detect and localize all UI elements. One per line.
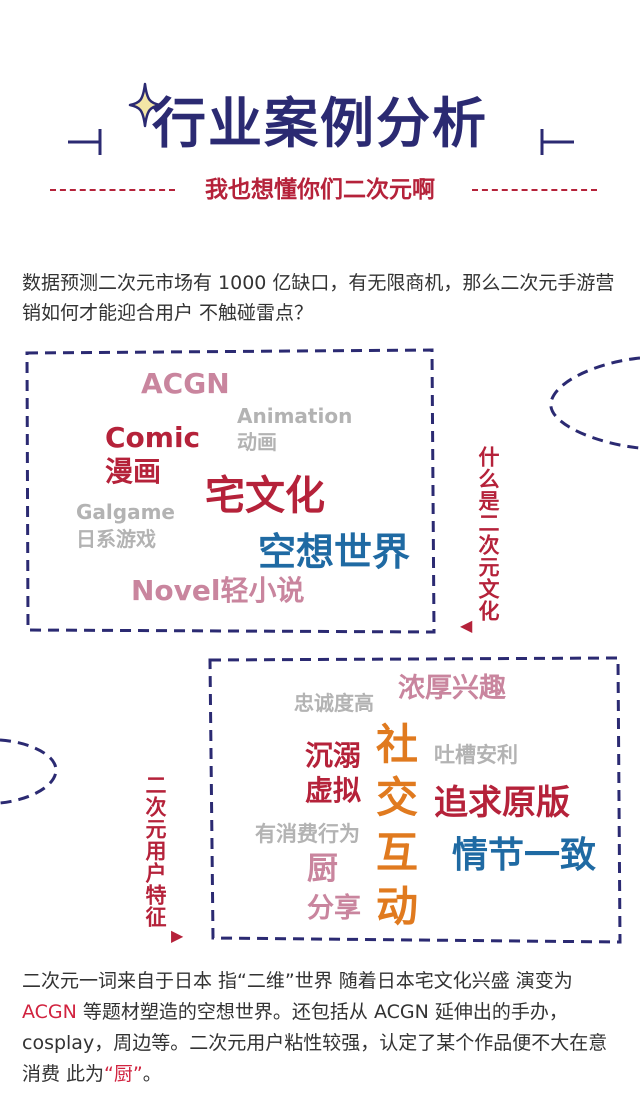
- word-galgame-en: Galgame: [76, 500, 175, 524]
- word-animation-cn: 动画: [237, 430, 277, 454]
- summary-paragraph: 二次元一词来自于日本 指“二维”世界 随着日本宅文化兴盛 演变为 ACGN 等题…: [22, 966, 622, 1090]
- left-arc-decoration: [0, 738, 58, 805]
- word-chu: 厨: [307, 851, 338, 887]
- word-spending: 有消费行为: [255, 822, 360, 846]
- summary-text-1: 二次元一词来自于日本 指“二维”世界 随着日本宅文化兴盛 演变为: [22, 970, 573, 992]
- summary-acgn-highlight: ACGN: [22, 1001, 77, 1023]
- word-otaku: 宅文化: [205, 473, 325, 519]
- page-title: 行业案例分析: [152, 92, 488, 155]
- word-fantasy: 空想世界: [258, 530, 411, 574]
- word-loyal: 忠诚度高: [294, 691, 374, 715]
- pointer-left-icon: ◀: [460, 616, 473, 635]
- word-comic-cn: 漫画: [105, 455, 162, 488]
- word-immerse-2: 虚拟: [305, 774, 362, 807]
- intro-paragraph: 数据预测二次元市场有 1000 亿缺口，有无限商机，那么二次元手游营销如何才能迎…: [22, 272, 615, 324]
- word-animation-en: Animation: [237, 404, 353, 428]
- user-side-label: 二次元用户特征: [143, 774, 167, 928]
- word-novel: Novel轻小说: [131, 574, 305, 607]
- word-comic-en: Comic: [105, 421, 201, 454]
- word-plot: 情节一致: [452, 835, 597, 876]
- summary-chu-highlight: “厨”: [104, 1063, 143, 1085]
- right-arc-decoration: [549, 356, 640, 450]
- word-acgn: ACGN: [141, 367, 230, 400]
- sparkle-icon: [128, 82, 162, 128]
- summary-text-2: 等题材塑造的空想世界。还包括从 ACGN 延伸出的手办，cosplay，周边等。…: [22, 1001, 608, 1085]
- word-strong-interest: 浓厚兴趣: [398, 673, 506, 704]
- word-galgame-cn: 日系游戏: [76, 527, 156, 551]
- left-bracket-decoration: [68, 129, 102, 155]
- word-social-4: 动: [376, 882, 419, 931]
- word-immerse-1: 沉溺: [305, 739, 362, 772]
- culture-side-label: 什么是二次元文化: [476, 446, 500, 622]
- word-social-1: 社: [376, 720, 419, 769]
- pointer-right-icon: ▶: [171, 926, 184, 945]
- subtitle-right-divider: [472, 189, 597, 191]
- word-social-3: 互: [376, 828, 419, 877]
- word-share: 分享: [307, 893, 361, 924]
- word-original: 追求原版: [434, 783, 570, 823]
- word-rant: 吐槽安利: [434, 743, 518, 767]
- page-subtitle: 我也想懂你们二次元啊: [205, 177, 435, 203]
- word-social-2: 交: [376, 773, 419, 822]
- subtitle-left-divider: [50, 189, 175, 191]
- right-bracket-decoration: [540, 129, 574, 155]
- summary-text-3: 。: [142, 1063, 162, 1085]
